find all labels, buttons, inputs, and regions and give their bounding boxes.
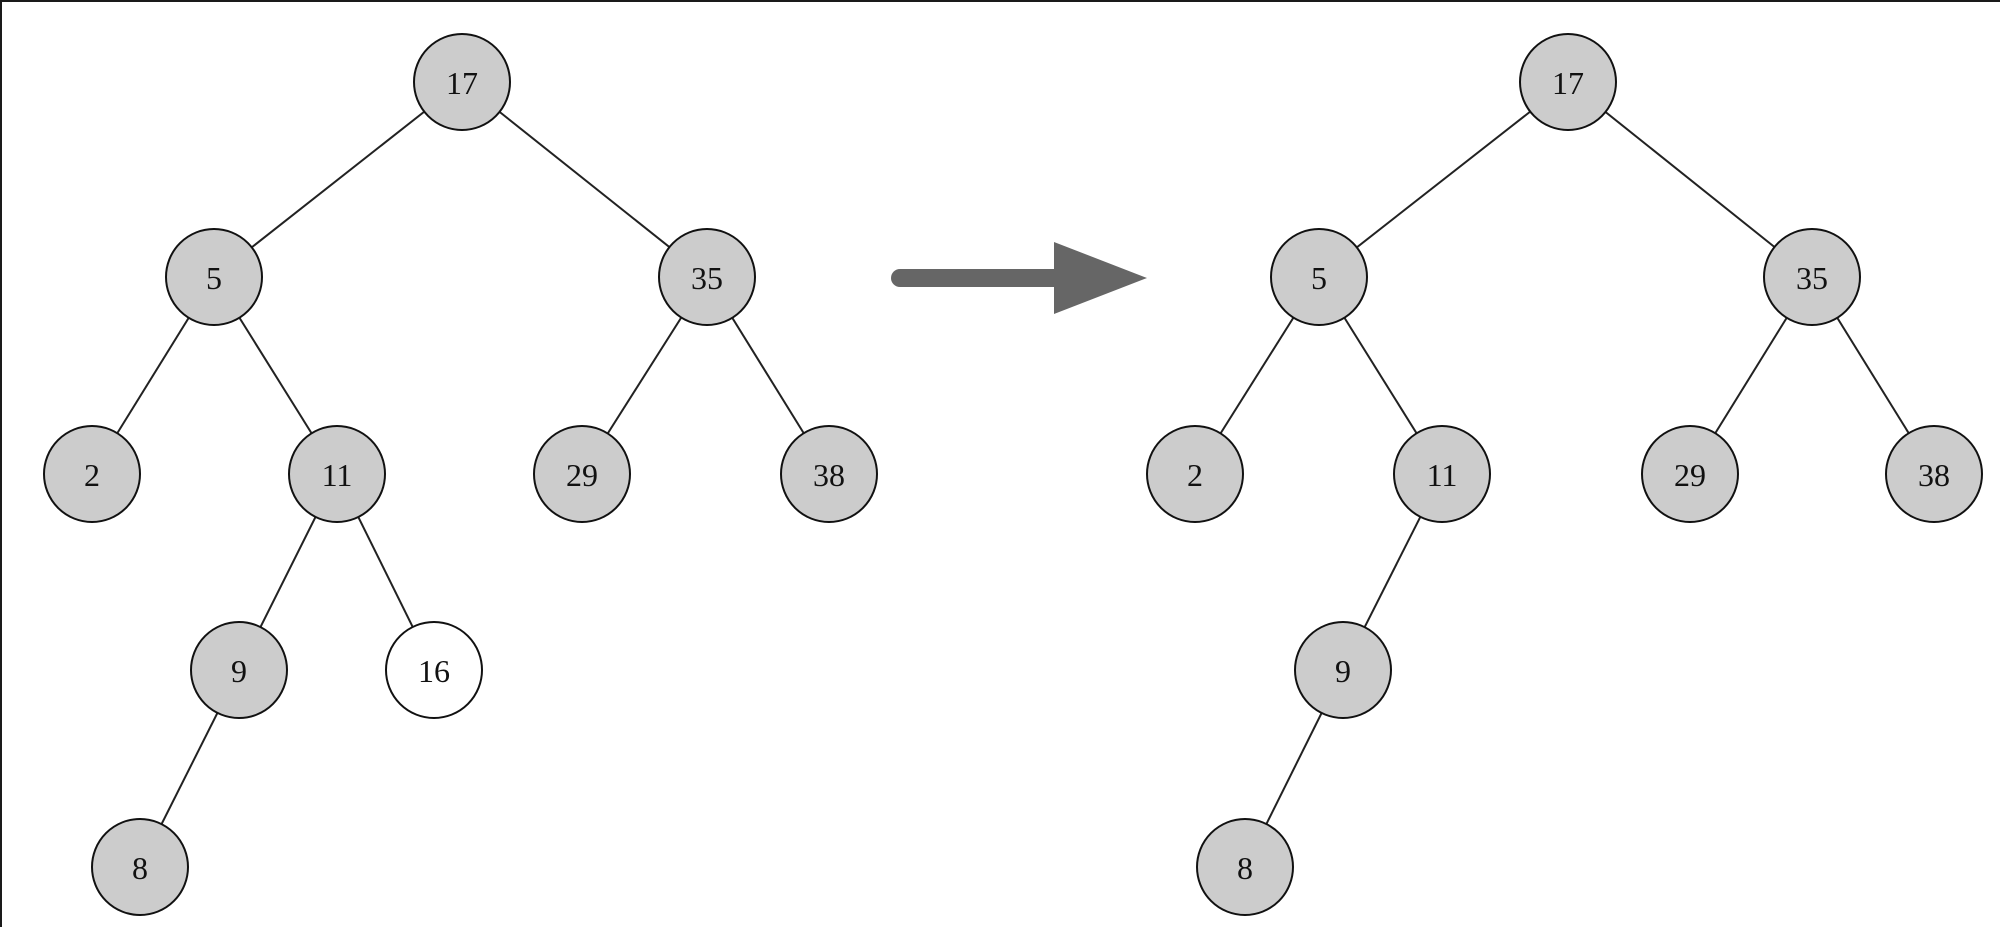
node-17: 17	[413, 33, 511, 131]
node-35: 35	[1763, 228, 1861, 326]
tree-after-deletion: 17 5 35 2 11 29 38 9 8	[1146, 33, 1983, 916]
edge-17-35	[461, 81, 708, 278]
node-label: 8	[1237, 850, 1253, 886]
node-circle	[190, 621, 288, 719]
node-16: 16	[385, 621, 483, 719]
node-circle	[413, 33, 511, 131]
tree-before-deletion: 17 5 35 2 11 29 38 9 16 8	[43, 33, 878, 916]
node-circle	[1519, 33, 1617, 131]
node-circle	[91, 818, 189, 916]
node-9: 9	[190, 621, 288, 719]
right-arrow-icon	[891, 242, 1147, 314]
node-label: 2	[1187, 457, 1203, 493]
node-label: 38	[813, 457, 845, 493]
node-circle	[1393, 425, 1491, 523]
node-label: 17	[1552, 65, 1584, 101]
node-8: 8	[1196, 818, 1294, 916]
node-circle	[288, 425, 386, 523]
node-8: 8	[91, 818, 189, 916]
node-label: 5	[1311, 260, 1327, 296]
node-circle	[1885, 425, 1983, 523]
node-17: 17	[1519, 33, 1617, 131]
node-circle	[658, 228, 756, 326]
node-5: 5	[165, 228, 263, 326]
node-11: 11	[1393, 425, 1491, 523]
node-circle	[1146, 425, 1244, 523]
node-label: 9	[1335, 653, 1351, 689]
node-38: 38	[780, 425, 878, 523]
node-38: 38	[1885, 425, 1983, 523]
node-circle	[1270, 228, 1368, 326]
node-circle	[1294, 621, 1392, 719]
node-11: 11	[288, 425, 386, 523]
node-label: 16	[418, 653, 450, 689]
arrow-head	[1054, 242, 1147, 314]
edge-17-35	[1567, 81, 1813, 278]
node-label: 9	[231, 653, 247, 689]
node-circle	[1196, 818, 1294, 916]
node-circle	[533, 425, 631, 523]
node-2: 2	[43, 425, 141, 523]
node-circle	[1641, 425, 1739, 523]
node-label: 35	[691, 260, 723, 296]
node-label: 2	[84, 457, 100, 493]
node-circle	[165, 228, 263, 326]
edge-17-5	[1318, 81, 1569, 278]
node-circle	[43, 425, 141, 523]
node-circle	[1763, 228, 1861, 326]
node-label: 11	[322, 457, 353, 493]
node-9: 9	[1294, 621, 1392, 719]
node-label: 5	[206, 260, 222, 296]
node-label: 35	[1796, 260, 1828, 296]
node-5: 5	[1270, 228, 1368, 326]
node-label: 29	[1674, 457, 1706, 493]
node-label: 11	[1427, 457, 1458, 493]
node-label: 38	[1918, 457, 1950, 493]
node-29: 29	[1641, 425, 1739, 523]
node-2: 2	[1146, 425, 1244, 523]
node-circle	[780, 425, 878, 523]
edge-17-5	[213, 81, 463, 278]
node-label: 17	[446, 65, 478, 101]
node-label: 29	[566, 457, 598, 493]
node-label: 8	[132, 850, 148, 886]
node-35: 35	[658, 228, 756, 326]
node-29: 29	[533, 425, 631, 523]
node-circle	[385, 621, 483, 719]
